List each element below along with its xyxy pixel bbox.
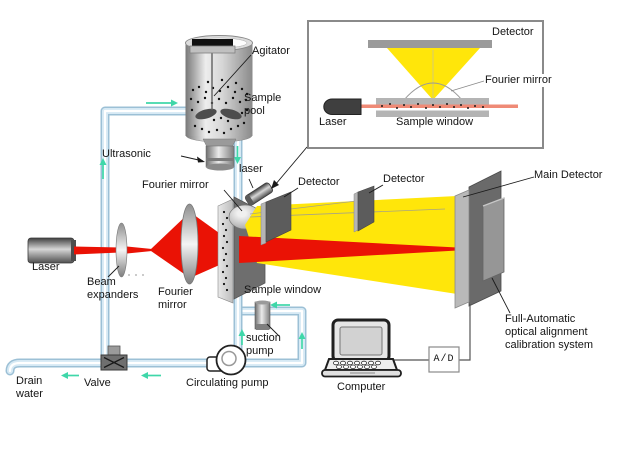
sample-window-label: Sample window [244,284,322,296]
flow-arrow-pool-down [234,146,241,164]
inset-fourier-mirror-arc [403,82,463,101]
ad-converter-label: A/D [433,354,455,365]
wires [393,304,471,361]
alignment-laser-label: laser [239,163,263,175]
main-beam [239,236,457,263]
window-particles [221,210,229,292]
valve-icon [100,345,128,371]
agitator-assembly [189,39,242,120]
inset-laser-label: Laser [319,116,347,128]
inset-detector-label: Detector [492,26,534,38]
laptop-icon [321,318,402,378]
leader-lines [107,54,535,314]
beam-expander-lens [115,222,128,278]
flow-arrow-window-up [238,329,246,345]
inset-laser-device [323,98,362,115]
laser-beam-left [74,212,233,278]
flow-arrow-right-up [298,332,306,349]
inset-sample-window-label: Sample window [396,116,474,128]
beam-expanders-label: Beam expanders [87,276,139,301]
ultrasonic-label: Ultrasonic [102,148,151,160]
valve-label: Valve [84,377,111,389]
alignment-laser-device [245,182,273,206]
main-detector-front-plate [454,189,470,309]
pool-particles [189,78,249,135]
main-detector-label: Main Detector [534,169,603,181]
laser-device [27,237,76,264]
fourier-mirror-lens-label: Fourier mirror [158,286,193,311]
agitator-motor [192,39,233,46]
circulating-pump-label: Circulating pump [186,377,269,389]
suction-pump-icon [254,300,280,337]
pipe-network [5,106,307,376]
flow-arrow-top-right [146,99,178,107]
main-detector-assembly [454,170,505,309]
sample-pool-label: Sample pool [244,92,282,117]
calibration-system-plate [482,197,505,282]
detector-2-plate [353,185,375,233]
flow-arrow-bottom-left-2 [61,372,79,379]
ad-converter-box [428,346,460,373]
flow-arrow-bottom-left-1 [141,372,161,379]
detector-2-label: Detector [383,173,425,185]
computer-label: Computer [337,381,386,393]
laser-label: Laser [32,261,60,273]
fourier-mirror-window-label: Fourier mirror [142,179,209,191]
sample-window-cell [217,198,234,304]
flow-arrow-mid-left [270,301,290,309]
detector-1-plate [260,191,292,246]
inset-window-bottom-bar [376,110,489,117]
inset-window-top-bar [376,98,489,105]
drain-water-label: Drain water [16,375,43,400]
agitator-label: Agitator [252,45,290,57]
full-automatic-system-label: Full-Automatic optical alignment calibra… [505,313,594,351]
circulating-pump-icon [206,344,247,376]
detector-1-label: Detector [298,176,340,188]
inset-light-cone [387,48,480,100]
inset-fourier-mirror-label: Fourier mirror [484,74,553,87]
inset-particles [381,103,484,109]
inset-detector-bar [368,40,492,48]
fourier-lens [180,203,199,285]
flow-arrow-left-up [99,158,107,179]
suction-pump-label: suction pump [246,332,281,357]
